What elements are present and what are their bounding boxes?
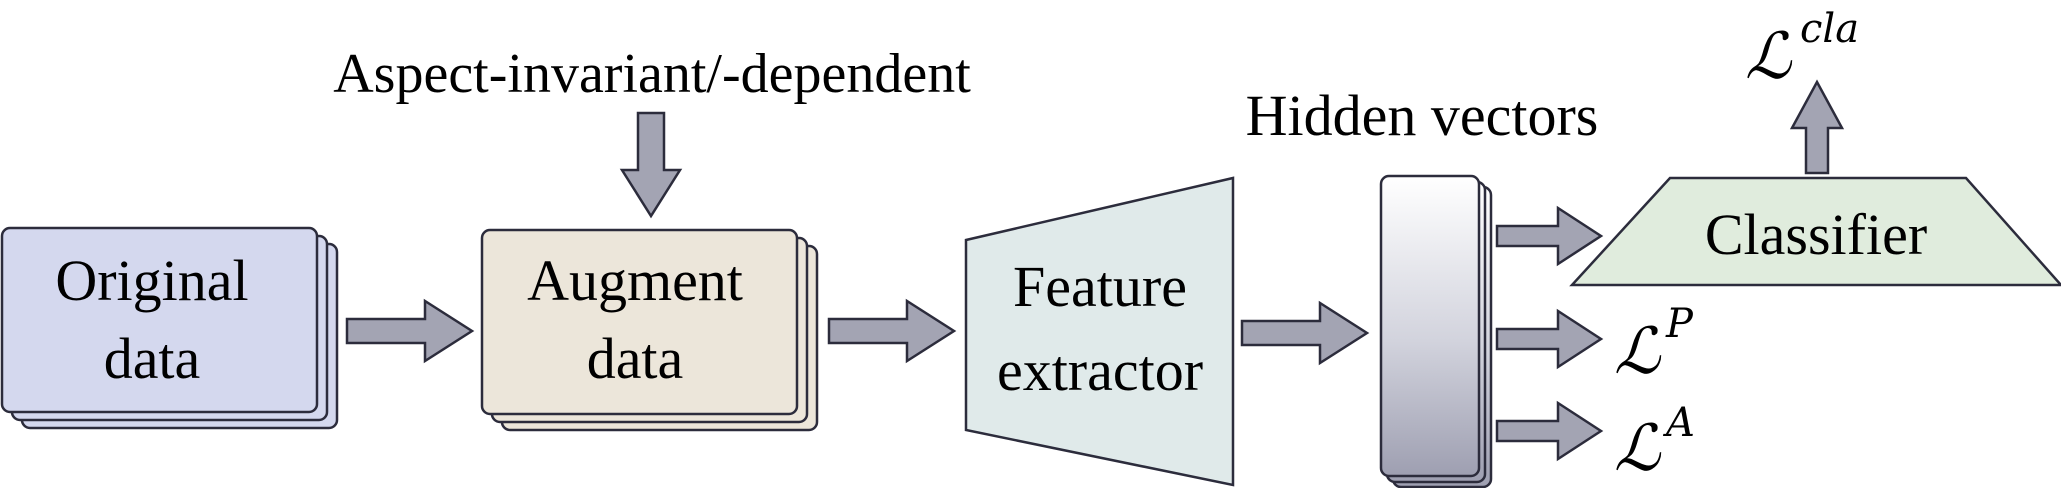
- aspect-invariant-dependent-label: Aspect-invariant/-dependent: [333, 43, 971, 105]
- arrow-aspect-to-augment: [619, 111, 683, 219]
- arrow-feature-to-hidden: [1240, 300, 1370, 366]
- augment-data-card-front: [480, 228, 799, 416]
- loss-p-superscript: P: [1665, 301, 1694, 347]
- arrow-augment-to-feature: [827, 298, 957, 364]
- original-data-stack: Original data: [0, 226, 339, 430]
- loss-p: ℒ P: [1614, 301, 1694, 389]
- loss-p-symbol: ℒ: [1614, 315, 1662, 389]
- arrow-hidden-to-classifier: [1495, 205, 1604, 267]
- arrow-classifier-to-loss-cla: [1789, 79, 1845, 175]
- hidden-vectors-label: Hidden vectors: [1246, 83, 1599, 148]
- arrow-original-to-augment: [345, 298, 475, 364]
- classifier-block: [1569, 176, 2061, 287]
- loss-cla-superscript: cla: [1800, 6, 1859, 52]
- arrow-hidden-to-loss-a: [1495, 400, 1604, 462]
- hidden-vectors-stack: [1379, 174, 1493, 488]
- augment-data-label-line1: Augment: [527, 248, 743, 313]
- loss-a-symbol: ℒ: [1614, 412, 1662, 486]
- loss-cla-symbol: ℒ: [1745, 20, 1793, 94]
- loss-cla: ℒ cla: [1745, 6, 1859, 94]
- original-data-label-line2: data: [104, 326, 201, 391]
- loss-a-superscript: A: [1662, 400, 1695, 446]
- classifier-label: Classifier: [1705, 202, 1927, 267]
- augment-data-stack: Augment data: [480, 228, 819, 432]
- feature-extractor-label-line1: Feature: [1013, 254, 1187, 319]
- arrow-hidden-to-loss-p: [1495, 308, 1604, 370]
- feature-extractor-block: [964, 176, 1235, 487]
- loss-a: ℒ A: [1614, 400, 1695, 486]
- hidden-vector-front: [1379, 174, 1481, 478]
- original-data-label-line1: Original: [55, 248, 248, 313]
- augment-data-label-line2: data: [587, 326, 684, 391]
- feature-extractor-label-line2: extractor: [997, 338, 1203, 403]
- original-data-card-front: [0, 226, 319, 414]
